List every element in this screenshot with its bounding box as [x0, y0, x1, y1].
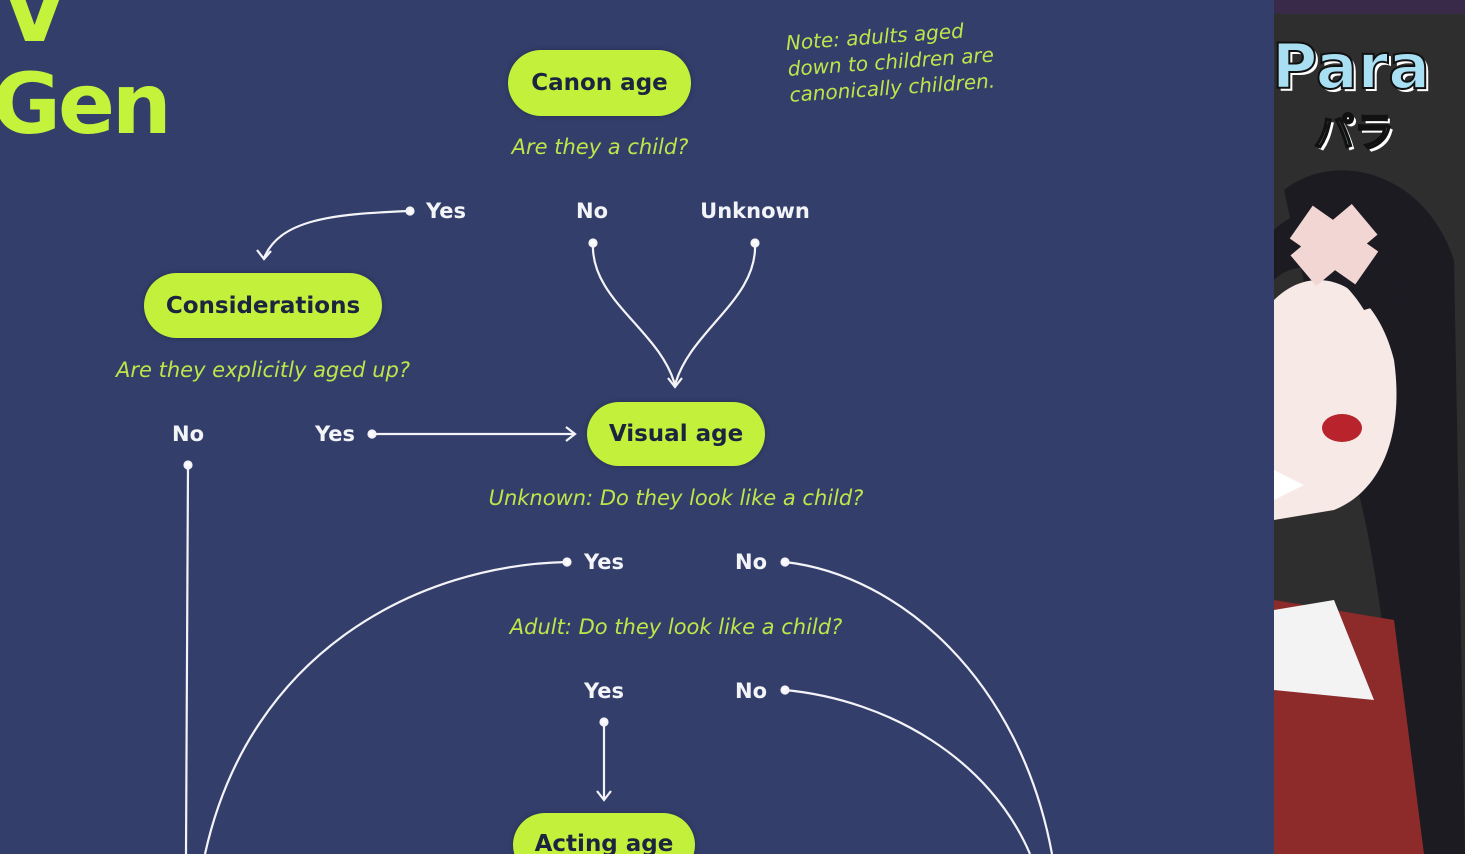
question-canon-age: Are they a child?	[511, 135, 689, 159]
line-adult-no	[780, 685, 1032, 854]
question-visual-unknown: Unknown: Do they look like a child?	[488, 486, 864, 510]
option-considerations-no: No	[171, 422, 205, 446]
slide-title-line2: Gen	[0, 55, 172, 153]
option-considerations-yes: Yes	[314, 422, 356, 446]
vtuber-avatar	[1274, 170, 1465, 854]
flow-connectors	[183, 206, 1054, 854]
arrow-adult-yes	[596, 717, 612, 802]
overlay-top-strip	[1274, 0, 1465, 14]
option-unknown-no: No	[734, 550, 768, 574]
node-acting-age: Acting age	[513, 813, 695, 854]
option-adult-yes: Yes	[583, 679, 625, 703]
channel-logo-sub: パラ	[1313, 109, 1395, 157]
question-considerations: Are they explicitly aged up?	[116, 358, 410, 382]
question-visual-adult: Adult: Do they look like a child?	[509, 615, 843, 639]
option-unknown-yes: Yes	[583, 550, 625, 574]
option-canon-unknown: Unknown	[700, 199, 810, 223]
node-considerations: Considerations	[144, 273, 382, 338]
channel-logo: Para	[1274, 29, 1431, 104]
option-adult-no: No	[734, 679, 768, 703]
arrow-considerations-yes	[367, 426, 577, 442]
streamer-overlay: Para パラ	[1274, 0, 1465, 854]
option-canon-yes: Yes	[425, 199, 467, 223]
node-visual-age: Visual age	[587, 402, 765, 466]
option-canon-no: No	[575, 199, 609, 223]
line-considerations-no	[183, 460, 193, 854]
line-unknown-yes	[203, 557, 572, 854]
arrow-canon-no-unknown	[588, 238, 760, 389]
slide-title-line1: V	[2, 0, 67, 61]
node-canon-age: Canon age	[508, 50, 691, 116]
arrow-canon-yes	[256, 206, 415, 261]
line-unknown-no	[780, 557, 1054, 854]
